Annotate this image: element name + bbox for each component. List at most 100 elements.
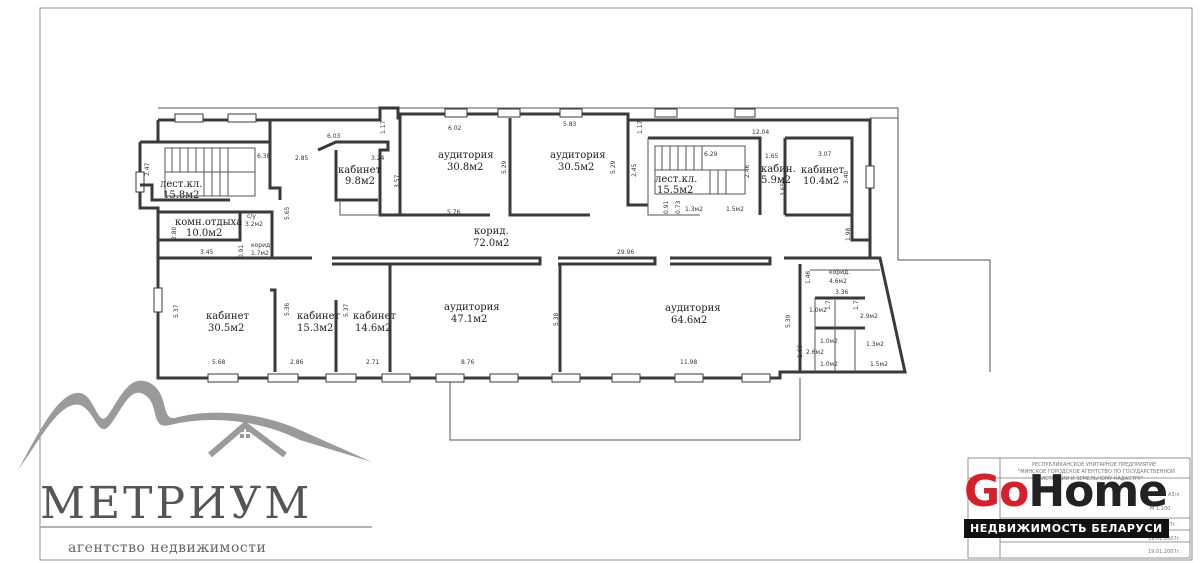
svg-text:2.46: 2.46 — [744, 164, 751, 178]
room-name: кабинет — [801, 165, 844, 176]
metrium-logo-icon — [18, 380, 372, 528]
svg-text:1.98: 1.98 — [845, 227, 852, 241]
svg-text:5.37: 5.37 — [343, 303, 350, 317]
svg-text:РЕСПУБЛИКАНСКОЕ УНИТАРНОЕ ПРЕД: РЕСПУБЛИКАНСКОЕ УНИТАРНОЕ ПРЕДПРИЯТИЕ — [1032, 462, 1156, 468]
svg-text:1.60: 1.60 — [797, 344, 804, 358]
svg-text:3.40: 3.40 — [843, 170, 850, 184]
svg-text:1.17: 1.17 — [637, 120, 644, 134]
sheet-frame — [39, 7, 1193, 561]
room-area: 30.8м2 — [447, 162, 483, 173]
svg-text:1.5м2: 1.5м2 — [870, 361, 888, 368]
svg-text:1.71: 1.71 — [825, 296, 832, 310]
svg-text:М 1:100: М 1:100 — [1150, 506, 1170, 512]
room-name: с/у — [247, 213, 256, 220]
svg-text:5.83: 5.83 — [563, 121, 577, 128]
svg-text:19.01.2007г.: 19.01.2007г. — [1148, 536, 1181, 542]
svg-text:2.80: 2.80 — [171, 226, 178, 240]
svg-text:"МИНСКОЕ ГОРОДСКОЕ АГЕНТСТВО П: "МИНСКОЕ ГОРОДСКОЕ АГЕНТСТВО ПО ГОСУДАРС… — [1018, 468, 1175, 475]
room-name: комн.отдыха — [175, 217, 242, 228]
svg-text:11.98: 11.98 — [680, 359, 697, 366]
svg-text:3.24: 3.24 — [371, 155, 385, 162]
room-area: 1.7м2 — [251, 250, 269, 257]
room-name: кабинет — [297, 311, 340, 322]
svg-text:0.91: 0.91 — [663, 200, 670, 214]
svg-text:0.91: 0.91 — [238, 244, 245, 258]
svg-text:1.5м2: 1.5м2 — [726, 206, 744, 213]
svg-text:5.29: 5.29 — [610, 160, 617, 174]
svg-text:5.29: 5.29 — [501, 160, 508, 174]
svg-text:6.29: 6.29 — [704, 151, 718, 158]
svg-text:5.39: 5.39 — [785, 314, 792, 328]
stair-left-treads — [164, 147, 256, 197]
svg-text:2.86: 2.86 — [290, 359, 304, 366]
svg-text:1.71: 1.71 — [853, 296, 860, 310]
svg-text:29.96: 29.96 — [617, 249, 634, 256]
svg-text:1.17: 1.17 — [380, 120, 387, 134]
svg-text:19.01.2007г.: 19.01.2007г. — [1148, 549, 1181, 555]
room-area: 10.0м2 — [186, 228, 222, 239]
svg-text:1.3м2: 1.3м2 — [866, 341, 884, 348]
svg-text:0.73: 0.73 — [675, 200, 682, 214]
room-name: корид. — [829, 269, 850, 276]
room-name: лест.кл. — [160, 179, 202, 190]
right-annex-outline — [870, 117, 991, 372]
gohome-logo: GoHome — [964, 470, 1168, 514]
svg-text:2.47: 2.47 — [144, 162, 151, 176]
room-area: 30.5м2 — [558, 162, 594, 173]
room-labels: лест.кл. 15.8м2 комн.отдыха 10.0м2 с/у 3… — [160, 150, 850, 334]
room-area: 64.6м2 — [671, 315, 707, 326]
svg-text:1.46: 1.46 — [805, 270, 812, 284]
gohome-go: Go — [964, 466, 1029, 517]
room-area: 4.6м2 — [829, 278, 847, 285]
room-name: кабинет — [353, 311, 396, 322]
svg-text:5.76: 5.76 — [447, 209, 461, 216]
room-name: корид. — [474, 226, 509, 237]
svg-text:6.03: 6.03 — [327, 133, 341, 140]
svg-text:А3/л: А3/л — [1168, 492, 1179, 498]
svg-text:5.65: 5.65 — [284, 206, 291, 220]
svg-text:5.37: 5.37 — [173, 304, 180, 318]
room-area: 15.8м2 — [163, 190, 199, 201]
svg-text:РЕГИСТРАЦИИ И ЗЕМЕЛЬНОМУ КАДАС: РЕГИСТРАЦИИ И ЗЕМЕЛЬНОМУ КАДАСТРУ" — [1032, 476, 1143, 482]
room-name: аудитория — [665, 303, 721, 314]
agency-subtitle: агентство недвижимости — [68, 540, 267, 556]
room-name: лест.кл. — [655, 174, 697, 185]
svg-text:3.45: 3.45 — [200, 249, 214, 256]
room-area: 9.8м2 — [345, 176, 375, 187]
room-name: аудитория — [438, 150, 494, 161]
room-name: аудитория — [444, 302, 500, 313]
room-area: 3.2м2 — [245, 221, 263, 228]
svg-text:3.36: 3.36 — [835, 289, 849, 296]
dimension-labels: 6.03 6.02 5.83 12.04 6.38 2.85 3.24 6.29… — [144, 120, 860, 366]
room-area: 15.3м2 — [297, 323, 333, 334]
svg-text:2.9м2: 2.9м2 — [860, 313, 878, 320]
room-area: 72.0м2 — [473, 238, 509, 249]
room-name: аудитория — [550, 150, 606, 161]
svg-text:5.68: 5.68 — [212, 359, 226, 366]
svg-text:2.85: 2.85 — [295, 155, 309, 162]
small-area-labels: 1.3м2 1.5м2 1.0м2 2.9м2 1.0м2 1.3м2 2.6м… — [685, 206, 888, 368]
room-area: 30.5м2 — [208, 323, 244, 334]
inner-walls — [140, 118, 880, 372]
svg-text:6.38: 6.38 — [257, 153, 271, 160]
room-name: корид. — [251, 242, 272, 249]
svg-text:8.76: 8.76 — [461, 359, 475, 366]
porch-outline — [449, 378, 801, 441]
svg-text:1.65: 1.65 — [765, 153, 779, 160]
agency-name: МЕТРИУМ — [40, 478, 313, 529]
svg-text:3.57: 3.57 — [394, 174, 401, 188]
room-area: 14.6м2 — [355, 323, 391, 334]
svg-text:2.6м2: 2.6м2 — [806, 349, 824, 356]
svg-text:5.38: 5.38 — [553, 312, 560, 326]
roof-outline — [158, 107, 899, 118]
svg-text:2.45: 2.45 — [631, 163, 638, 177]
room-area: 15.5м2 — [657, 185, 693, 196]
stair-right-treads — [654, 145, 746, 195]
windows — [135, 108, 875, 383]
svg-text:1.0м2: 1.0м2 — [809, 307, 827, 314]
svg-text:1.0м2: 1.0м2 — [820, 338, 838, 345]
room-area: 10.4м2 — [803, 176, 839, 187]
room-name: кабинет — [206, 311, 249, 322]
svg-text:1.3м2: 1.3м2 — [685, 206, 703, 213]
